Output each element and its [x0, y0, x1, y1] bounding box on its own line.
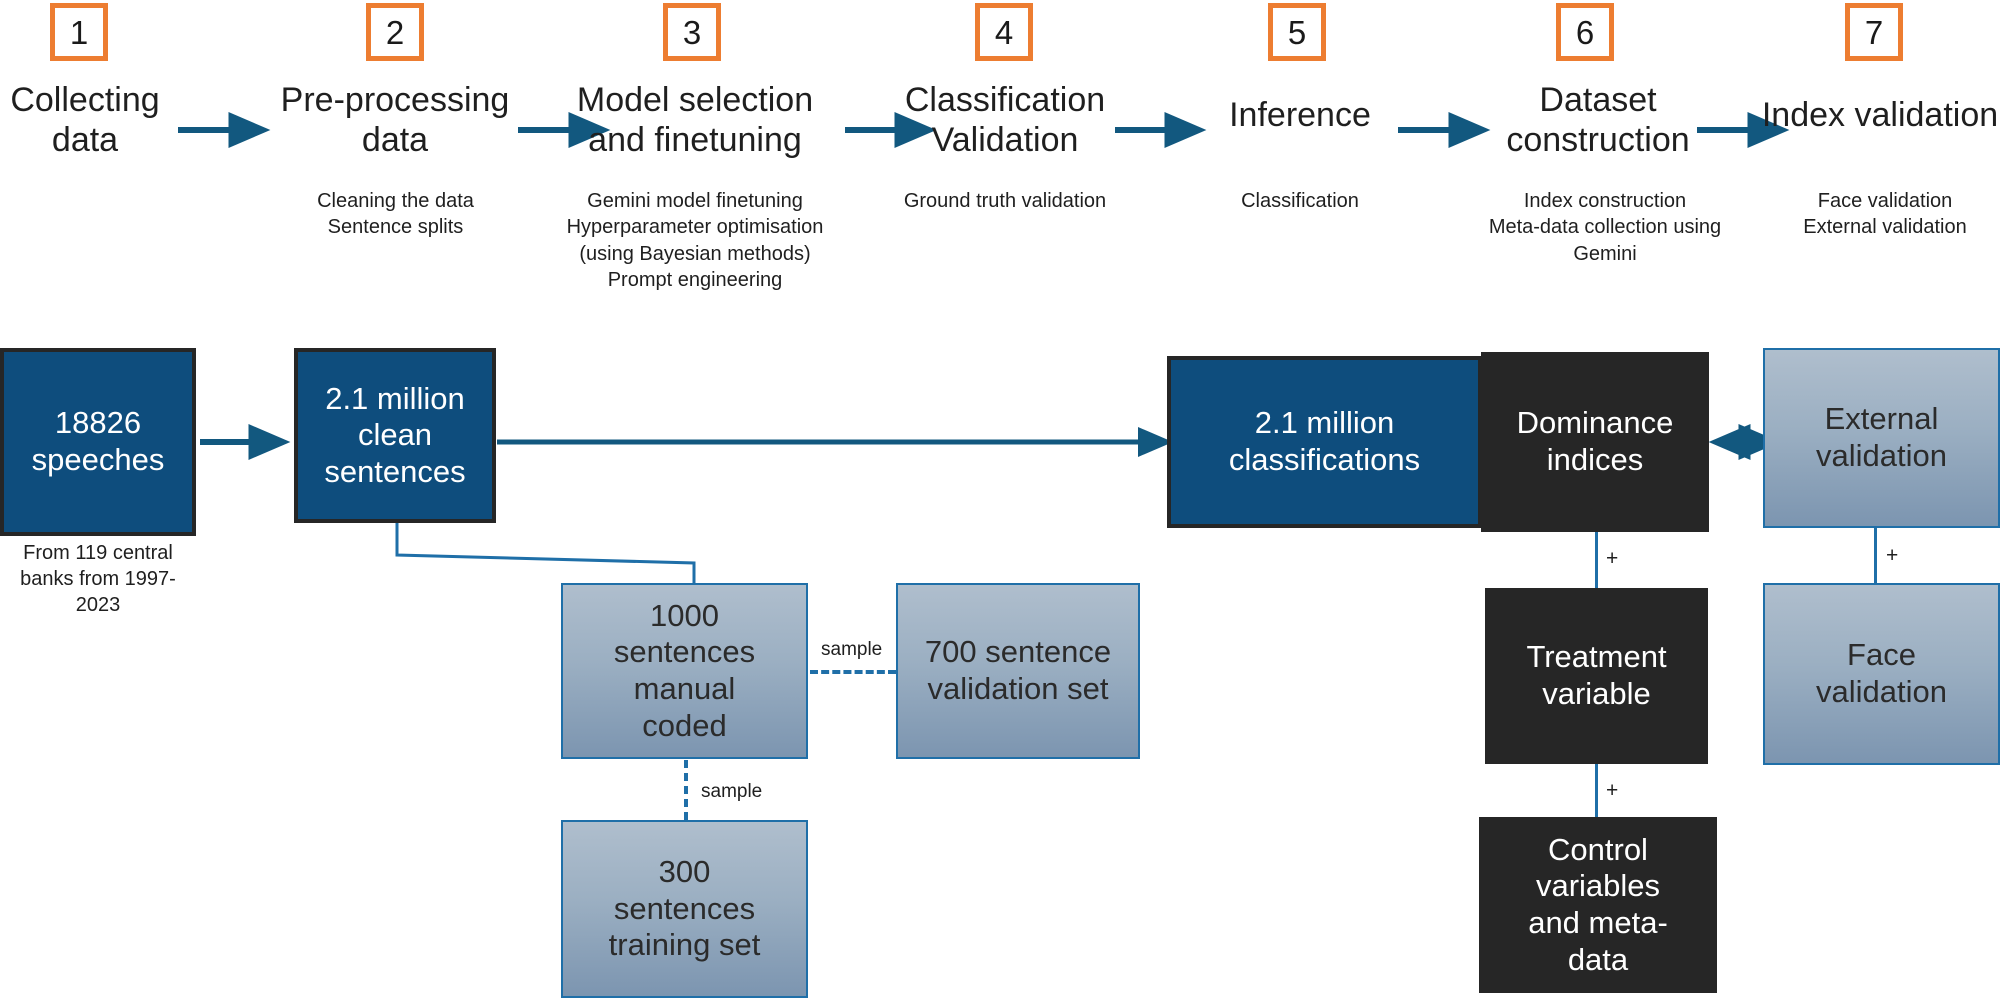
plus-treatment: + [1606, 779, 1619, 802]
step-badge-3: 3 [663, 3, 721, 61]
connector-dominance-to-treatment [1595, 532, 1598, 588]
step-number-4: 4 [994, 13, 1014, 51]
node-treatment-variable[interactable]: Treatment variable [1485, 588, 1708, 764]
connector-treatment-to-control [1595, 764, 1598, 817]
caption-speeches: From 119 central banks from 1997- 2023 [20, 542, 176, 616]
step-badge-4: 4 [975, 3, 1033, 61]
node-validation-set[interactable]: 700 sentence validation set [896, 583, 1140, 759]
step-title-3: Model selection and finetuning [576, 81, 814, 160]
step-subtitle-2: Cleaning the data Sentence splits [317, 190, 474, 239]
step-title-7: Index validation [1761, 96, 1999, 134]
node-dominance-indices[interactable]: Dominance indices [1481, 352, 1709, 532]
connector-manual-to-validation [810, 670, 896, 674]
step-title-1: Collecting data [10, 81, 160, 160]
step-subtitle-7: Face validation External validation [1803, 190, 1967, 239]
node-external-validation[interactable]: External validation [1763, 348, 2000, 528]
connector-label-sample-training: sample [698, 782, 766, 801]
step-number-5: 5 [1287, 13, 1307, 51]
node-training-set[interactable]: 300 sentences training set [561, 820, 808, 998]
step-number-1: 1 [69, 13, 89, 51]
step-subtitle-6: Index construction Meta-data collection … [1488, 190, 1722, 265]
step-number-3: 3 [682, 13, 702, 51]
step-title-6: Dataset construction [1506, 81, 1690, 160]
node-control-variables[interactable]: Control variables and meta- data [1479, 817, 1717, 993]
connector-external-to-face [1874, 528, 1877, 583]
step-number-7: 7 [1864, 13, 1884, 51]
node-clean-sentences[interactable]: 2.1 million clean sentences [294, 348, 496, 523]
node-face-validation[interactable]: Face validation [1763, 583, 2000, 765]
step-subtitle-5: Classification [1241, 190, 1359, 212]
node-manual-coded[interactable]: 1000 sentences manual coded [561, 583, 808, 759]
connector-label-sample-validation: sample [818, 640, 886, 659]
node-speeches[interactable]: 18826 speeches [0, 348, 196, 536]
step-title-4: Classification Validation [904, 81, 1106, 160]
plus-dominance: + [1606, 547, 1619, 570]
step-badge-7: 7 [1845, 3, 1903, 61]
plus-external: + [1886, 544, 1899, 567]
step-number-2: 2 [385, 13, 405, 51]
step-subtitle-3: Gemini model finetuning Hyperparameter o… [566, 190, 824, 292]
step-subtitle-4: Ground truth validation [903, 190, 1107, 212]
step-badge-1: 1 [50, 3, 108, 61]
step-badge-6: 6 [1556, 3, 1614, 61]
step-badge-2: 2 [366, 3, 424, 61]
node-classifications[interactable]: 2.1 million classifications [1167, 356, 1482, 528]
step-badge-5: 5 [1268, 3, 1326, 61]
step-title-5: Inference [1229, 96, 1371, 134]
step-title-2: Pre-processing data [280, 81, 510, 160]
connector-clean-to-manual [395, 523, 696, 585]
step-number-6: 6 [1575, 13, 1595, 51]
connector-manual-to-training [684, 760, 688, 820]
